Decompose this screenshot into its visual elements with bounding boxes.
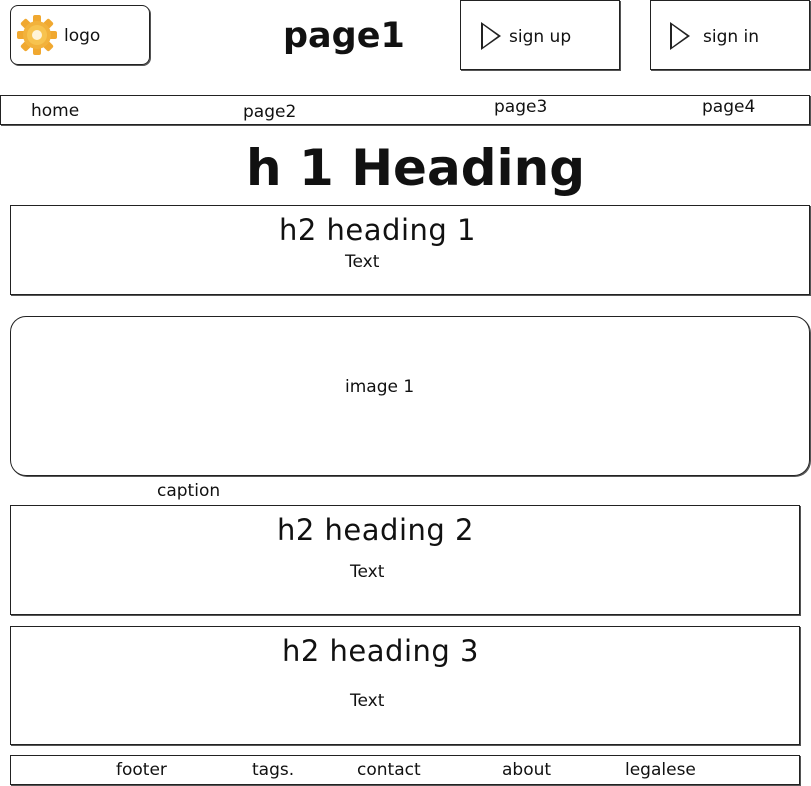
gear-icon [16,14,58,56]
nav-item-home[interactable]: home [31,101,80,121]
nav-item-page3[interactable]: page3 [494,97,548,117]
section-1: h2 heading 1 Text [10,205,810,295]
nav-bar: home page2 page3 page4 [0,95,810,125]
footer-item-footer[interactable]: footer [116,760,167,780]
footer-item-contact[interactable]: contact [357,760,421,780]
logo-box[interactable]: logo [10,5,150,65]
footer-item-about[interactable]: about [502,760,552,780]
footer-item-legalese[interactable]: legalese [625,760,696,780]
logo-label: logo [64,26,101,46]
image-placeholder: image 1 [10,316,810,476]
sign-in-button[interactable]: sign in [650,0,810,70]
image-label: image 1 [345,377,415,397]
sign-up-label: sign up [509,27,572,47]
sign-up-button[interactable]: sign up [460,0,620,70]
section-3-text: Text [350,691,385,711]
nav-item-page4[interactable]: page4 [702,97,756,117]
play-icon [670,22,690,50]
nav-item-page2[interactable]: page2 [243,102,297,122]
play-icon [481,22,501,50]
section-1-heading: h2 heading 1 [279,213,476,247]
image-caption: caption [157,481,221,501]
section-3-heading: h2 heading 3 [282,634,479,668]
sign-in-label: sign in [703,27,760,47]
section-2: h2 heading 2 Text [10,505,800,615]
section-2-heading: h2 heading 2 [277,513,474,547]
footer-bar: footer tags. contact about legalese [10,755,800,785]
main-heading: h 1 Heading [246,139,586,197]
footer-item-tags[interactable]: tags. [252,760,295,780]
section-2-text: Text [350,562,385,582]
page-title: page1 [283,16,405,56]
section-1-text: Text [345,252,380,272]
section-3: h2 heading 3 Text [10,626,800,745]
